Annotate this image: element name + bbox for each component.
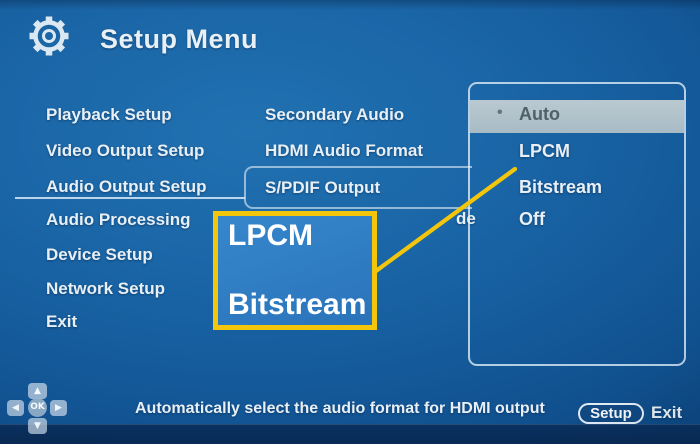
footer-dark-band	[0, 424, 700, 444]
option-bitstream[interactable]: Bitstream	[519, 177, 603, 197]
exit-button[interactable]: Exit	[651, 403, 683, 422]
dpad-left-icon[interactable]: ◀	[7, 400, 24, 416]
current-value-bullet-icon: •	[497, 104, 503, 121]
submenu-item-spdif-output[interactable]: S/PDIF Output	[265, 178, 381, 197]
option-lpcm[interactable]: LPCM	[519, 141, 570, 161]
dpad-down-icon[interactable]: ▼	[28, 418, 47, 434]
options-panel: • Auto LPCM Bitstream Off	[468, 82, 686, 366]
menu-item-device-setup[interactable]: Device Setup	[46, 245, 153, 264]
dpad-ok-button[interactable]: OK	[28, 398, 47, 417]
page-title: Setup Menu	[100, 24, 258, 54]
submenu-item-hdmi-audio-format[interactable]: HDMI Audio Format	[265, 141, 424, 160]
setup-button[interactable]: Setup	[578, 403, 644, 424]
option-auto[interactable]: Auto	[519, 104, 560, 124]
option-off[interactable]: Off	[519, 209, 545, 229]
menu-item-audio-output-setup[interactable]: Audio Output Setup	[46, 177, 207, 196]
menu-item-exit[interactable]: Exit	[46, 312, 78, 331]
status-hint-text: Automatically select the audio format fo…	[135, 400, 545, 417]
annotation-callout-box: LPCM Bitstream	[213, 211, 377, 330]
submenu-item-secondary-audio[interactable]: Secondary Audio	[265, 105, 405, 124]
menu-item-video-output-setup[interactable]: Video Output Setup	[46, 141, 205, 160]
selected-option-highlight	[470, 100, 684, 133]
selected-category-underline	[15, 197, 245, 199]
callout-line-lpcm: LPCM	[228, 219, 313, 252]
menu-item-playback-setup[interactable]: Playback Setup	[46, 105, 172, 124]
menu-item-network-setup[interactable]: Network Setup	[46, 279, 166, 298]
dpad-up-icon[interactable]: ▲	[28, 383, 47, 399]
selected-submenu-outline	[244, 166, 472, 209]
dpad-right-icon[interactable]: ▶	[50, 400, 67, 416]
callout-line-bitstream: Bitstream	[228, 288, 367, 321]
gear-icon	[26, 13, 72, 64]
menu-item-audio-processing[interactable]: Audio Processing	[46, 210, 191, 229]
